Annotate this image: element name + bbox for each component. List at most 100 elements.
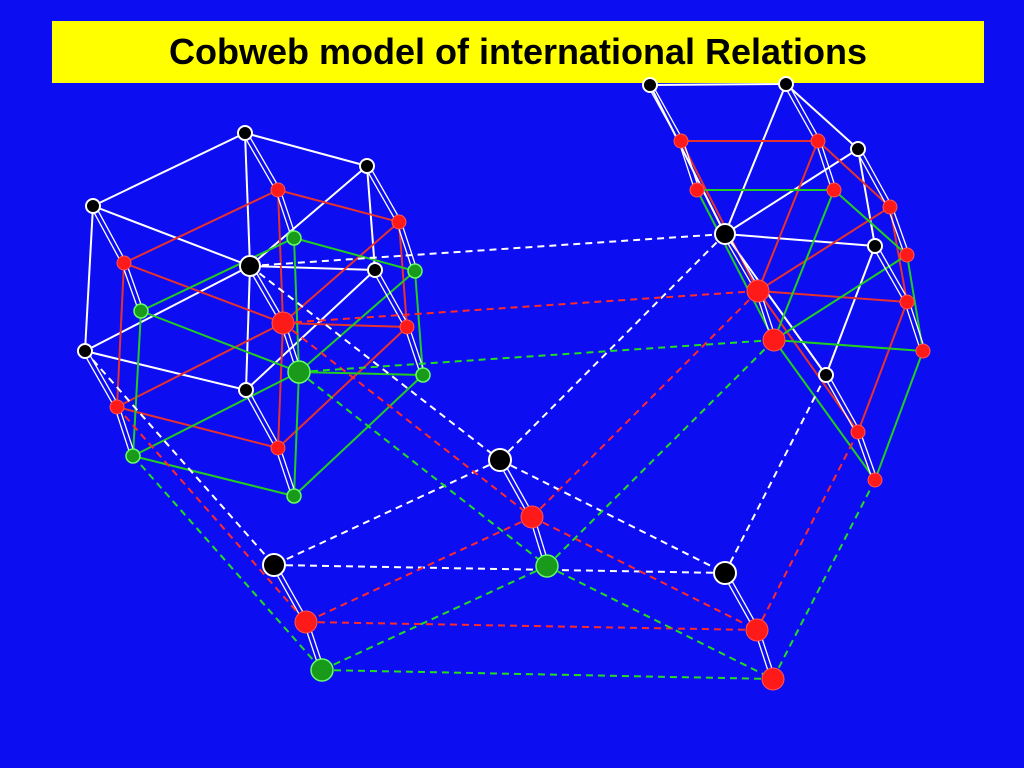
edge-rw4-rw5 <box>724 233 876 247</box>
node-green-lg1 <box>286 230 302 246</box>
edge-lw4-cw <box>249 265 501 461</box>
node-green-lg7 <box>286 488 302 504</box>
node-green-lg3 <box>133 303 149 319</box>
node-black-lw7 <box>238 382 254 398</box>
node-red-lr1 <box>270 182 286 198</box>
edge-lr6-lr7 <box>116 406 279 449</box>
edge-rw1-rw2 <box>649 83 787 86</box>
node-green-lg5 <box>415 367 431 383</box>
edge-rr2-rr3 <box>817 140 891 208</box>
edge-lg4-lg6 <box>132 371 300 457</box>
edge-lg1-lg3 <box>140 237 295 312</box>
edge-lw6-lw7 <box>84 350 247 391</box>
edge-rr2-rr4 <box>757 140 819 292</box>
connector-rr6-rg6 <box>855 432 874 481</box>
edge-lw1-lw4 <box>244 132 251 267</box>
edge-lg2-lg5 <box>414 270 424 376</box>
connector-rw1-rr1 <box>651 83 684 141</box>
edge-blr-brr <box>305 621 758 631</box>
edge-lr4-lr6 <box>116 322 284 408</box>
node-green-blg <box>310 658 334 682</box>
node-black-rw6 <box>818 367 834 383</box>
edge-lg5-lg7 <box>293 374 424 497</box>
edge-blw-brw <box>273 564 726 574</box>
connector-rw1-rr1 <box>647 85 680 143</box>
connector-lw5-lr5 <box>372 270 406 329</box>
node-red-rr5 <box>899 294 915 310</box>
edge-lg1-lg4 <box>293 237 300 373</box>
edge-lw4-lw5 <box>249 265 376 271</box>
connector-lr3-lg3 <box>121 263 140 312</box>
edge-rg2-rg3 <box>833 189 908 256</box>
edge-lw4-rw4 <box>249 233 726 267</box>
connector-rr2-rg2 <box>819 140 837 190</box>
edge-lg1-lg2 <box>293 237 416 272</box>
edge-lw3-lw4 <box>92 205 251 267</box>
edge-cr-blr <box>305 516 533 623</box>
edge-lw4-lw7 <box>245 265 251 391</box>
connector-rw6-rr6 <box>827 373 861 432</box>
page-title: Cobweb model of international Relations <box>168 31 868 72</box>
connector-lr2-lg2 <box>396 222 414 272</box>
edge-cr-rr4 <box>531 290 759 518</box>
edge-lw4-lw6 <box>84 265 251 352</box>
edge-lr4-rr4 <box>282 290 759 324</box>
connector-lr7-lg7 <box>275 448 293 497</box>
edge-cw-brw <box>499 459 726 574</box>
node-red-brg <box>761 667 785 691</box>
connector-lw2-lr2 <box>364 166 398 224</box>
edge-rw2-rw3 <box>785 83 859 150</box>
connector-rw5-rr5 <box>876 244 910 302</box>
node-green-lg2 <box>407 263 423 279</box>
connector-lw7-lr7 <box>247 388 281 448</box>
edge-rw3-rw5 <box>857 148 876 247</box>
edge-lg4-rg4 <box>298 339 775 373</box>
node-red-cr <box>520 505 544 529</box>
node-black-rw4 <box>714 223 736 245</box>
edge-lr1-lr3 <box>123 189 279 264</box>
edge-lr5-lr7 <box>277 326 408 449</box>
edge-rr5-rr6 <box>857 301 908 433</box>
node-black-lw4 <box>239 255 261 277</box>
connector-rr1-rg1 <box>678 141 696 191</box>
node-black-lw3 <box>85 198 101 214</box>
edge-rw3-rw4 <box>724 148 859 235</box>
connector-lw3-lr3 <box>90 206 123 265</box>
node-red-rg1 <box>689 182 705 198</box>
node-black-lw2 <box>359 158 375 174</box>
node-black-rw5 <box>867 238 883 254</box>
connector-lr7-lg7 <box>279 447 297 496</box>
connector-lw6-lr6 <box>82 351 116 409</box>
node-black-rw1 <box>642 77 658 93</box>
connector-lr1-lg1 <box>279 189 297 238</box>
node-red-brr <box>745 618 769 642</box>
node-red-rr2 <box>810 133 826 149</box>
edge-lg2-lg4 <box>298 270 416 373</box>
edge-cg-blg <box>321 565 548 671</box>
connector-lw2-lr2 <box>368 164 402 222</box>
edge-lr1-lr2 <box>277 189 400 223</box>
title-banner: Cobweb model of international Relations <box>52 21 984 83</box>
connector-lw1-lr1 <box>242 133 277 192</box>
node-black-blw <box>262 553 286 577</box>
edge-lr4-cr <box>282 322 533 518</box>
edge-lw1-lw3 <box>92 132 246 207</box>
connector-lr2-lg2 <box>400 221 418 271</box>
node-red-rg5 <box>915 343 931 359</box>
node-green-cg <box>535 554 559 578</box>
connector-lr5-lg5 <box>408 326 426 375</box>
connector-lr6-lg6 <box>118 406 136 456</box>
node-red-rr6 <box>850 424 866 440</box>
node-black-brw <box>713 561 737 585</box>
connector-lw1-lr1 <box>246 131 281 190</box>
edge-rg1-rg4 <box>696 189 775 341</box>
edge-lw1-lw2 <box>244 132 368 167</box>
edge-rg4-rg5 <box>773 339 924 352</box>
connector-lr1-lg1 <box>275 190 293 239</box>
edge-rg3-rg4 <box>773 254 908 341</box>
connector-rr6-rg6 <box>859 431 878 480</box>
node-green-lg4 <box>287 360 311 384</box>
node-red-lr7 <box>270 440 286 456</box>
edge-rw5-rw6 <box>825 245 876 376</box>
